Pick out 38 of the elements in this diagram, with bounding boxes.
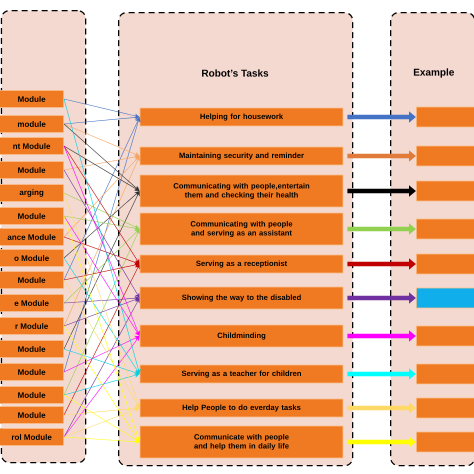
connector-line — [64, 216, 140, 336]
example-box — [416, 180, 474, 202]
connector-line — [64, 258, 140, 374]
module-box: Module — [0, 161, 64, 179]
module-box: arging — [0, 184, 64, 202]
module-box: Module — [0, 406, 64, 424]
example-box — [416, 254, 474, 274]
connector-line — [64, 264, 140, 416]
module-box: Module — [0, 386, 64, 404]
module-box: Module — [0, 90, 64, 108]
module-box: rol Module — [0, 428, 64, 446]
example-box — [416, 106, 474, 128]
connector-line — [64, 229, 140, 396]
module-box: r Module — [0, 317, 64, 335]
example-box — [416, 432, 474, 452]
connector-line — [64, 170, 140, 298]
module-box: o Module — [0, 249, 64, 267]
module-box: Module — [0, 207, 64, 225]
connector-line — [64, 192, 140, 408]
example-box — [416, 398, 474, 418]
example-box — [416, 218, 474, 240]
connector-line — [64, 298, 140, 438]
module-box: Module — [0, 363, 64, 381]
connector-line — [64, 191, 140, 350]
example-box — [416, 146, 474, 166]
module-box: ance Module — [0, 228, 64, 246]
example-box — [416, 326, 474, 346]
module-box: e Module — [0, 294, 64, 312]
module-box: Module — [0, 271, 64, 289]
connector-line — [64, 280, 140, 408]
example-box — [416, 364, 474, 384]
example-box — [416, 288, 474, 308]
connector-line — [64, 216, 140, 442]
connector-line — [64, 117, 140, 280]
module-box: nt Module — [0, 137, 64, 155]
module-box: Module — [0, 340, 64, 358]
module-box: module — [0, 115, 64, 133]
connector-line — [64, 146, 140, 264]
